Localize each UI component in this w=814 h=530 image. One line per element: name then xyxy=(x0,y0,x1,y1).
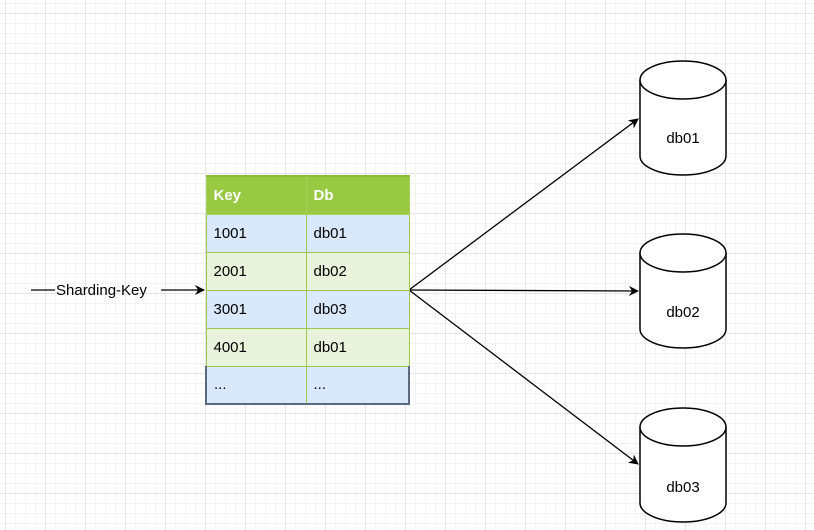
database-label: db03 xyxy=(666,479,699,496)
routing-table: Key Db 1001 db01 2001 db02 3001 db03 400… xyxy=(205,175,410,405)
table-row: ... ... xyxy=(205,365,410,405)
sharding-key-label: Sharding-Key xyxy=(56,282,147,299)
key-cell: ... xyxy=(205,365,307,405)
key-cell: 2001 xyxy=(205,251,307,291)
database-cylinder-db02: db02 xyxy=(639,233,727,349)
arrow-to-db01 xyxy=(408,118,639,291)
db-cell: db01 xyxy=(305,213,410,253)
database-cylinder-db01: db01 xyxy=(639,60,727,176)
db-cell: db01 xyxy=(305,327,410,367)
db-cell: db02 xyxy=(305,251,410,291)
database-cylinder-db03: db03 xyxy=(639,407,727,523)
key-cell: 1001 xyxy=(205,213,307,253)
table-row: 3001 db03 xyxy=(205,289,410,329)
db-cell: db03 xyxy=(305,289,410,329)
db-cell: ... xyxy=(305,365,410,405)
column-header-key: Key xyxy=(205,175,307,215)
database-label: db01 xyxy=(666,130,699,147)
table-header-row: Key Db xyxy=(205,175,410,215)
sharding-key-arrow: Sharding-Key xyxy=(31,282,205,299)
table-row: 1001 db01 xyxy=(205,213,410,253)
arrow-to-db03 xyxy=(408,289,639,465)
table-row: 4001 db01 xyxy=(205,327,410,367)
table-row: 2001 db02 xyxy=(205,251,410,291)
arrow-to-db02 xyxy=(408,285,639,296)
key-cell: 4001 xyxy=(205,327,307,367)
column-header-db: Db xyxy=(305,175,410,215)
key-cell: 3001 xyxy=(205,289,307,329)
database-label: db02 xyxy=(666,304,699,321)
